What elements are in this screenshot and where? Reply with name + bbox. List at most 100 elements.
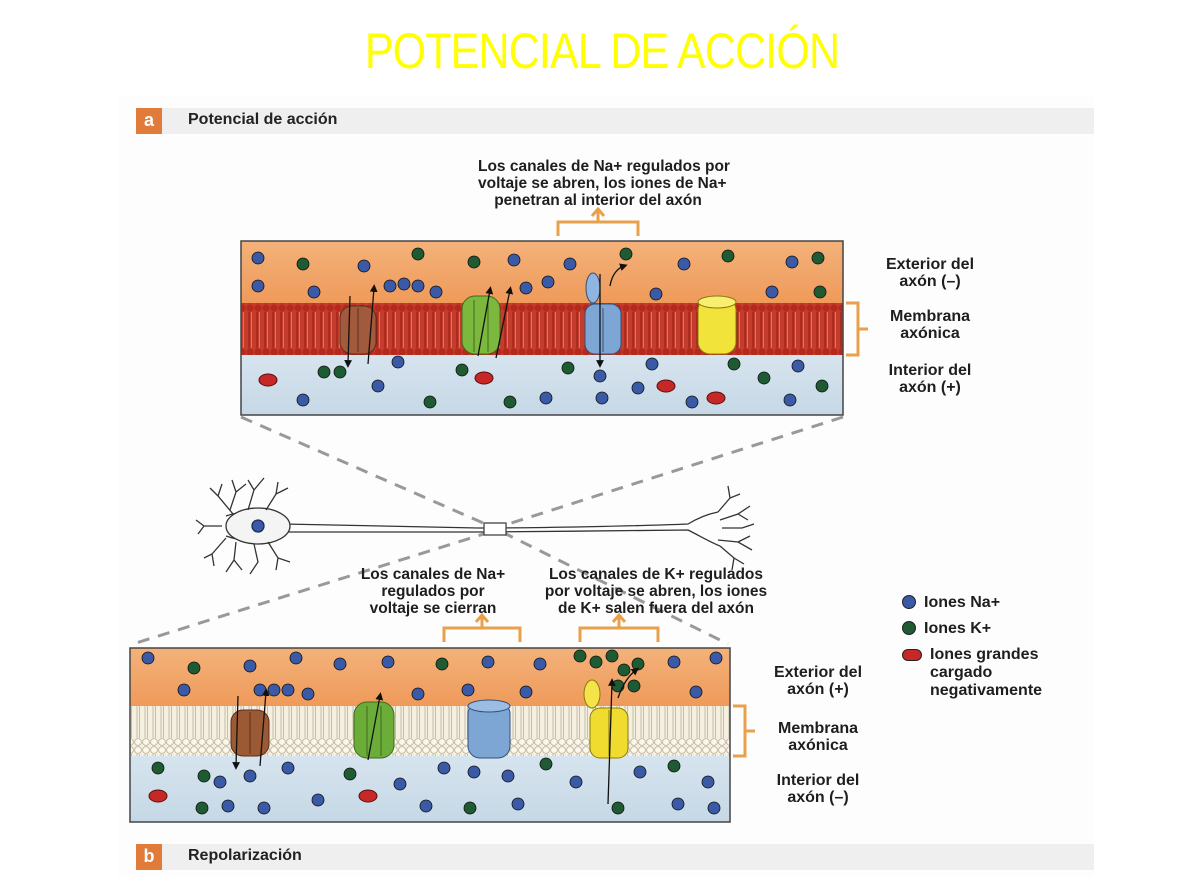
panel-b-header: b Repolarización (136, 844, 1094, 870)
na-ion-icon (243, 769, 257, 783)
na-ion-icon (569, 775, 583, 789)
sodium-potassium-pump-icon (697, 295, 737, 355)
na-ion-icon (221, 799, 235, 813)
k-ion-icon (187, 661, 201, 675)
na-ion-icon (511, 797, 525, 811)
diagram-graphics (129, 206, 868, 823)
na-ion-icon (507, 253, 521, 267)
legend-large: Iones grandes (902, 646, 1038, 664)
k-ion-icon (619, 247, 633, 261)
panel-a-exterior (241, 241, 843, 303)
na-ion-icon (667, 655, 681, 669)
k-ion-icon (605, 649, 619, 663)
legend-k: Iones K+ (902, 620, 991, 638)
k-ion-icon (539, 757, 553, 771)
na-ion-icon (709, 651, 723, 665)
large-anion-icon (148, 789, 168, 803)
na-ion-icon (243, 659, 257, 673)
k-ion-icon (151, 761, 165, 775)
na-ion-icon (357, 259, 371, 273)
na-ion-icon (411, 687, 425, 701)
na-ion-icon (785, 255, 799, 269)
panel-b-k-callout-bracket (578, 626, 660, 642)
k-ion-icon (296, 257, 310, 271)
panel-a-channels (339, 263, 737, 368)
neuron-icon (195, 477, 755, 575)
na-ion-icon (461, 683, 475, 697)
na-ion-icon (296, 393, 310, 407)
large-anion-icon (258, 373, 278, 387)
k-ion-icon (902, 621, 916, 635)
panel-b-exterior-label: Exterior del axón (+) (773, 664, 863, 698)
panel-a-callout: Los canales de Na+ regulados por voltaje… (478, 158, 730, 209)
na-ion-icon (429, 285, 443, 299)
na-ion-icon (289, 651, 303, 665)
k-channel-open-icon (583, 679, 629, 759)
panel-b-k-callout: Los canales de K+ regulados por voltaje … (544, 566, 768, 617)
na-ion-icon (481, 655, 495, 669)
large-anion-icon (474, 371, 494, 385)
na-ion-icon (371, 379, 385, 393)
na-ion-icon (213, 775, 227, 789)
k-ion-icon (463, 801, 477, 815)
na-ion-icon (633, 765, 647, 779)
large-anion-icon (358, 789, 378, 803)
na-ion-icon (689, 685, 703, 699)
na-ion-icon (563, 257, 577, 271)
na-ion-icon (411, 279, 425, 293)
panel-a-ions (251, 247, 829, 409)
panel-b-interior-label: Interior del axón (–) (776, 772, 860, 806)
k-ion-icon (611, 679, 625, 693)
na-channel-closed-icon (467, 699, 511, 759)
na-ion-icon (631, 381, 645, 395)
na-ion-icon (677, 257, 691, 271)
na-ion-icon (902, 595, 916, 609)
k-ion-icon (757, 371, 771, 385)
na-ion-icon (419, 799, 433, 813)
panel-a-header: a Potencial de acción (136, 108, 1094, 134)
panel-b-axon-section (129, 647, 731, 823)
na-ion-icon (281, 683, 295, 697)
leak-channel-icon (230, 709, 270, 757)
na-ion-icon (539, 391, 553, 405)
panel-a-letter: a (136, 108, 162, 134)
large-anion-icon (706, 391, 726, 405)
k-ion-icon (503, 395, 517, 409)
na-ion-icon (383, 279, 397, 293)
panel-b-membrane-label: Membrana axónica (777, 720, 859, 754)
zoom-lines (132, 415, 844, 646)
k-ion-icon (343, 767, 357, 781)
panel-b-na-callout: Los canales de Na+ regulados por voltaje… (360, 566, 506, 617)
large-anion-icon (902, 649, 922, 661)
k-ion-icon (197, 769, 211, 783)
panel-a-title: Potencial de acción (188, 111, 338, 128)
k-ion-icon (573, 649, 587, 663)
panel-a-ion-flow-arrows (344, 263, 628, 368)
panel-a-interior (241, 355, 843, 415)
k-ion-icon (435, 657, 449, 671)
panel-b-letter: b (136, 844, 162, 870)
k-ion-icon (627, 679, 641, 693)
na-ion-icon (307, 285, 321, 299)
panel-a-exterior-label: Exterior del axón (–) (885, 256, 975, 290)
na-ion-icon (791, 359, 805, 373)
na-ion-icon (281, 761, 295, 775)
na-ion-icon (391, 355, 405, 369)
panel-b-membrane (130, 706, 730, 756)
na-ion-icon (501, 769, 515, 783)
k-ion-icon (813, 285, 827, 299)
na-ion-icon (437, 761, 451, 775)
na-ion-icon (177, 683, 191, 697)
panel-b-membrane-brace (733, 704, 755, 758)
na-ion-icon (519, 281, 533, 295)
k-ion-icon (195, 801, 209, 815)
panel-b-exterior (130, 648, 730, 706)
k-ion-icon (423, 395, 437, 409)
na-ion-icon (533, 657, 547, 671)
k-ion-icon (815, 379, 829, 393)
panel-a-membrane-label: Membrana axónica (889, 308, 971, 342)
legend-large-line3: negativamente (930, 682, 1043, 699)
k-ion-icon (317, 365, 331, 379)
panel-a-axon-section (240, 240, 844, 416)
panel-b-ion-flow-arrows (232, 667, 640, 805)
